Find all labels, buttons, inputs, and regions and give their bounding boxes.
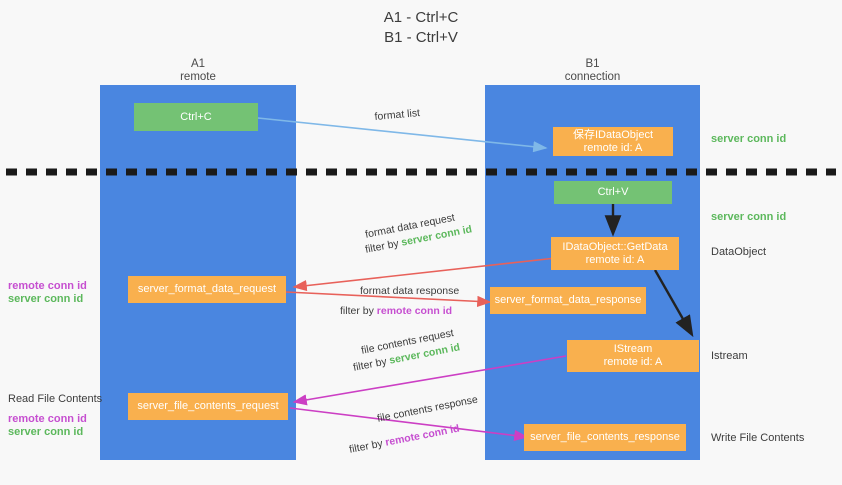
caption-file-contents-response-filter-prefix: filter by (348, 436, 387, 456)
box-server-file-contents-response[interactable]: server_file_contents_response (524, 424, 686, 451)
box-save-idataobject-label: 保存IDataObject (572, 128, 654, 141)
box-ctrl-c-label: Ctrl+C (180, 110, 212, 123)
page-title: A1 - Ctrl+C B1 - Ctrl+V (0, 8, 842, 48)
lane-b1-name: B1 (585, 58, 600, 70)
box-save-idataobject-sub: remote id: A (583, 141, 643, 154)
caption-format-data-response: format data response (360, 284, 459, 298)
box-idataobject-getdata-label: IDataObject::GetData (562, 240, 668, 253)
label-read-file-contents: Read File Contents (8, 393, 103, 405)
caption-format-data-response-filter-value: remote conn id (376, 305, 453, 317)
box-ctrl-v[interactable]: Ctrl+V (554, 181, 672, 204)
label-server-conn-id-top: server conn id (711, 133, 787, 145)
lane-header-b1: B1 connection (485, 58, 700, 84)
box-server-file-contents-response-label: server_file_contents_response (530, 431, 680, 443)
box-istream-label: IStream (613, 343, 653, 355)
caption-file-contents-response-filter-value: remote conn id (384, 422, 461, 449)
box-save-idataobject[interactable]: 保存IDataObject remote id: A (553, 127, 673, 156)
box-server-format-data-request[interactable]: server_format_data_request (128, 276, 286, 303)
box-server-file-contents-request[interactable]: server_file_contents_request (128, 393, 288, 420)
caption-format-data-response-text: format data response (360, 285, 460, 297)
label-write-file-contents: Write File Contents (711, 432, 805, 444)
label-remote-conn-id-2: remote conn id (8, 413, 87, 425)
box-ctrl-v-label: Ctrl+V (597, 186, 629, 198)
box-istream-sub: remote id: A (603, 356, 663, 368)
caption-file-contents-request-filter-prefix: filter by (352, 354, 391, 374)
box-server-format-data-response[interactable]: server_format_data_response (490, 287, 646, 314)
lane-a1-name: A1 (190, 58, 206, 70)
caption-format-data-response-filter: filter by remote conn id (340, 304, 452, 318)
title-line-2: B1 - Ctrl+V (384, 29, 458, 46)
label-server-conn-id-1: server conn id (8, 293, 84, 305)
caption-format-list-text: format list (374, 107, 421, 123)
caption-file-contents-response: file contents response (376, 393, 479, 426)
label-server-conn-id-2: server conn id (8, 426, 84, 438)
title-line-1: A1 - Ctrl+C (383, 9, 459, 26)
box-server-file-contents-request-label: server_file_contents_request (137, 400, 279, 412)
box-istream[interactable]: IStream remote id: A (567, 340, 699, 372)
lane-a1-role: remote (180, 71, 216, 83)
caption-format-data-response-filter-prefix: filter by (340, 305, 377, 317)
label-remote-conn-id-1: remote conn id (8, 280, 87, 292)
box-idataobject-getdata-sub: remote id: A (585, 253, 645, 266)
box-idataobject-getdata[interactable]: IDataObject::GetData remote id: A (551, 237, 679, 270)
lane-b1-role: connection (564, 71, 621, 83)
label-dataobject: DataObject (711, 246, 767, 258)
lane-header-a1: A1 remote (100, 58, 296, 84)
box-server-format-data-response-label: server_format_data_response (494, 294, 642, 306)
box-server-format-data-request-label: server_format_data_request (137, 283, 277, 295)
label-server-conn-id-mid: server conn id (711, 211, 787, 223)
box-ctrl-c[interactable]: Ctrl+C (134, 103, 258, 131)
caption-format-list: format list (374, 106, 421, 124)
caption-file-contents-response-text: file contents response (376, 393, 479, 425)
caption-file-contents-response-filter: filter by remote conn id (348, 422, 461, 457)
label-istream: Istream (711, 350, 748, 362)
